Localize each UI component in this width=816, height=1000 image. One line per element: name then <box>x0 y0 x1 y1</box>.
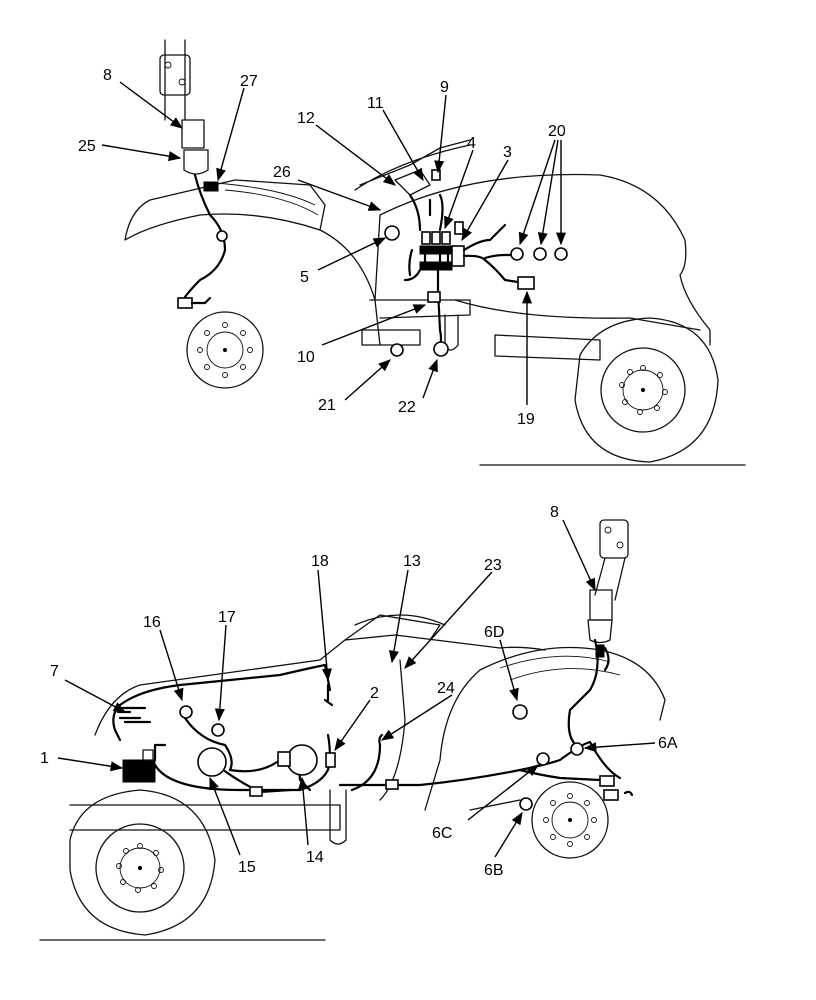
callout-label: 18 <box>311 553 329 570</box>
callout-label: 8 <box>103 67 112 84</box>
left-rear-wheel-hub <box>186 311 264 389</box>
callout-label: 21 <box>318 397 336 414</box>
callout-label: 6D <box>484 624 504 641</box>
callout-label: 17 <box>218 609 236 626</box>
callout-label: 6B <box>484 862 504 879</box>
callout-label: 10 <box>297 349 315 366</box>
front-left-wheel <box>69 789 216 936</box>
callout-label: 15 <box>238 859 256 876</box>
callout-label: 1 <box>40 750 49 767</box>
callout-label: 23 <box>484 557 502 574</box>
callout-label: 26 <box>273 164 291 181</box>
callout-leaders <box>57 81 656 858</box>
callout-label: 6C <box>432 825 452 842</box>
relay-block <box>419 221 465 271</box>
callout-label: 9 <box>440 79 449 96</box>
callout-label: 16 <box>143 614 161 631</box>
callout-label: 27 <box>240 73 258 90</box>
callout-label: 8 <box>550 504 559 521</box>
callout-label: 11 <box>367 95 384 112</box>
callout-label: 19 <box>517 411 535 428</box>
callout-label: 22 <box>398 399 416 416</box>
callout-labels: 8 27 25 11 9 12 4 3 20 26 5 10 21 22 19 … <box>40 67 678 879</box>
rear-left-wheel-hub <box>531 781 609 859</box>
callout-label: 25 <box>78 138 96 155</box>
callout-label: 24 <box>437 680 455 697</box>
callout-label: 12 <box>297 110 315 127</box>
front-right-wheel <box>574 317 719 463</box>
callout-label: 2 <box>370 685 379 702</box>
callout-label: 3 <box>503 144 512 161</box>
callout-label: 6A <box>658 735 678 752</box>
callout-label: 20 <box>548 123 566 140</box>
callout-label: 5 <box>300 269 309 286</box>
callout-label: 14 <box>306 849 324 866</box>
callout-label: 13 <box>403 553 421 570</box>
callout-label: 4 <box>467 135 476 152</box>
tractor-rear-three-quarter-view <box>124 39 746 466</box>
callout-label: 7 <box>50 663 59 680</box>
tractor-left-side-view <box>39 519 666 941</box>
